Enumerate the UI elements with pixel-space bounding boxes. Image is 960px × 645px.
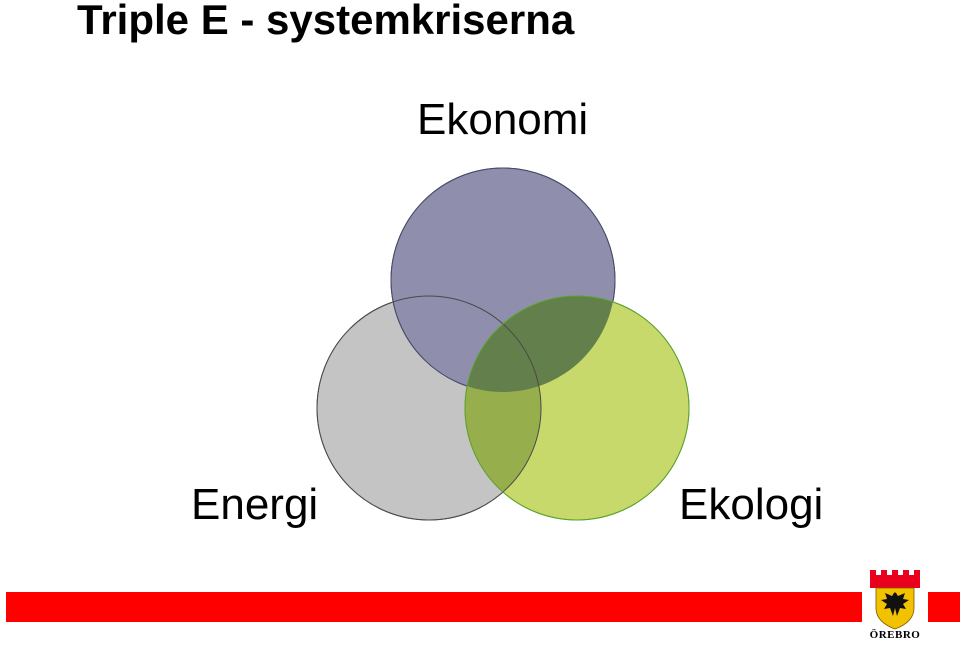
ekologi-label: Ekologi xyxy=(679,480,824,529)
ekologi-outline xyxy=(464,295,690,521)
ekonomi-label: Ekonomi xyxy=(417,95,589,144)
footer-band xyxy=(6,592,960,622)
energi-outline xyxy=(316,295,542,521)
ekonomi-ekologi-overlap xyxy=(465,296,615,392)
energi-label: Energi xyxy=(191,480,319,529)
orebro-logo: ÖREBRO xyxy=(862,564,928,645)
slide-title: Triple E - systemkriserna xyxy=(77,0,575,43)
orebro-logo-text: ÖREBRO xyxy=(869,629,921,641)
coat-of-arms-icon xyxy=(870,570,920,630)
